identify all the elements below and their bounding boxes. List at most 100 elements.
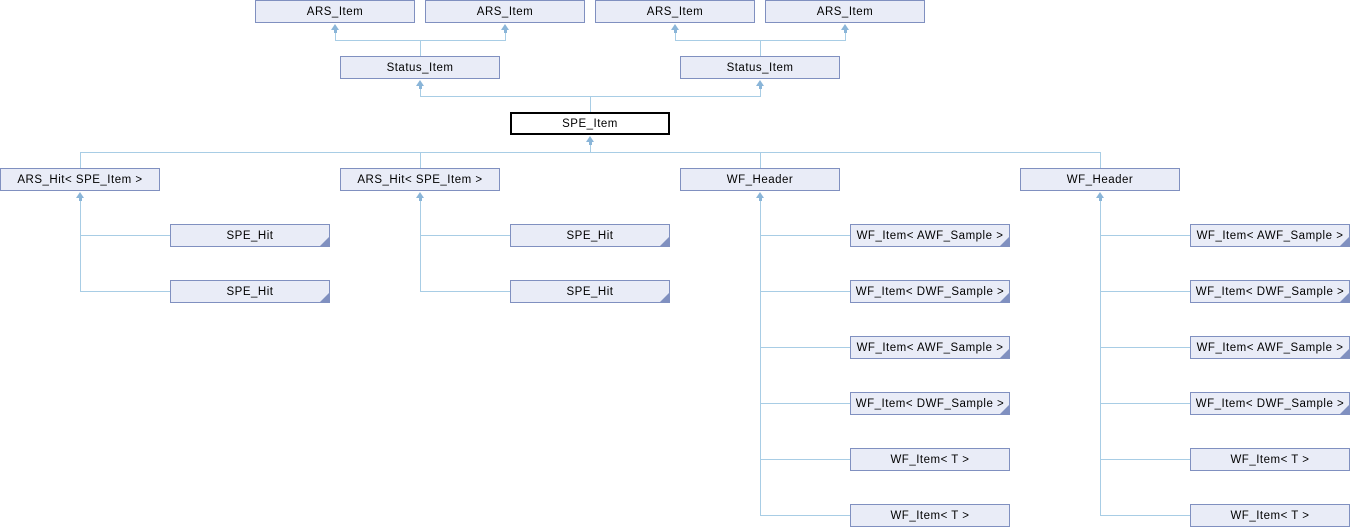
edge-segment bbox=[420, 85, 421, 96]
node-ars-item-2[interactable]: ARS_Item bbox=[425, 0, 585, 23]
arrow-up-icon bbox=[331, 24, 339, 30]
node-wf-item-awf-3[interactable]: WF_Item< AWF_Sample > bbox=[1190, 224, 1350, 247]
node-wf-item-t-1[interactable]: WF_Item< T > bbox=[850, 448, 1010, 471]
node-wf-item-dwf-1[interactable]: WF_Item< DWF_Sample > bbox=[850, 280, 1010, 303]
edge-segment bbox=[1100, 291, 1190, 292]
edge-segment bbox=[335, 29, 336, 40]
fold-corner-icon bbox=[1000, 237, 1009, 246]
node-label: WF_Item< AWF_Sample > bbox=[1196, 341, 1344, 354]
node-label: SPE_Hit bbox=[566, 285, 614, 298]
node-label: SPE_Hit bbox=[226, 229, 274, 242]
node-wf-item-dwf-3[interactable]: WF_Item< DWF_Sample > bbox=[1190, 280, 1350, 303]
edge-segment bbox=[760, 85, 761, 96]
node-wf-item-awf-1[interactable]: WF_Item< AWF_Sample > bbox=[850, 224, 1010, 247]
node-label: SPE_Hit bbox=[226, 285, 274, 298]
arrow-stem bbox=[844, 30, 847, 33]
node-label: WF_Item< DWF_Sample > bbox=[855, 285, 1005, 298]
node-status-item-1[interactable]: Status_Item bbox=[340, 56, 500, 79]
node-label: WF_Header bbox=[1066, 173, 1134, 186]
node-label: ARS_Item bbox=[476, 5, 534, 18]
fold-corner-icon bbox=[1340, 405, 1349, 414]
node-label: ARS_Item bbox=[646, 5, 704, 18]
arrow-stem bbox=[674, 30, 677, 33]
node-label: WF_Item< DWF_Sample > bbox=[1195, 285, 1345, 298]
node-label: WF_Header bbox=[726, 173, 794, 186]
edge-segment bbox=[420, 235, 510, 236]
fold-corner-icon bbox=[320, 237, 329, 246]
edge-segment bbox=[505, 29, 506, 40]
arrow-stem bbox=[419, 86, 422, 89]
edge-segment bbox=[80, 152, 1101, 153]
node-label: Status_Item bbox=[726, 61, 794, 74]
fold-corner-icon bbox=[1340, 293, 1349, 302]
edge-segment bbox=[760, 459, 850, 460]
node-wf-item-awf-4[interactable]: WF_Item< AWF_Sample > bbox=[1190, 336, 1350, 359]
node-label: ARS_Hit< SPE_Item > bbox=[357, 173, 483, 186]
fold-corner-icon bbox=[1000, 293, 1009, 302]
arrow-stem bbox=[334, 30, 337, 33]
edge-segment bbox=[1100, 459, 1190, 460]
edge-segment bbox=[420, 40, 421, 56]
node-label: WF_Item< DWF_Sample > bbox=[1195, 397, 1345, 410]
edge-segment bbox=[420, 152, 421, 168]
node-label: WF_Item< DWF_Sample > bbox=[855, 397, 1005, 410]
node-wf-header-2[interactable]: WF_Header bbox=[1020, 168, 1180, 191]
edge-segment bbox=[80, 291, 170, 292]
arrow-stem bbox=[589, 142, 592, 145]
arrow-stem bbox=[79, 198, 82, 201]
fold-corner-icon bbox=[320, 293, 329, 302]
node-wf-item-t-4[interactable]: WF_Item< T > bbox=[1190, 504, 1350, 527]
fold-corner-icon bbox=[1000, 405, 1009, 414]
node-label: WF_Item< T > bbox=[1230, 509, 1310, 522]
arrow-stem bbox=[1099, 198, 1102, 201]
edge-segment bbox=[590, 96, 591, 112]
node-label: ARS_Hit< SPE_Item > bbox=[17, 173, 143, 186]
edge-segment bbox=[760, 347, 850, 348]
arrow-up-icon bbox=[501, 24, 509, 30]
node-label: WF_Item< T > bbox=[890, 453, 970, 466]
node-spe-hit-2[interactable]: SPE_Hit bbox=[170, 280, 330, 303]
edge-segment bbox=[760, 235, 850, 236]
arrow-up-icon bbox=[76, 192, 84, 198]
node-spe-item: SPE_Item bbox=[510, 112, 670, 135]
node-label: ARS_Item bbox=[816, 5, 874, 18]
fold-corner-icon bbox=[1340, 349, 1349, 358]
node-ars-hit-1[interactable]: ARS_Hit< SPE_Item > bbox=[0, 168, 160, 191]
node-ars-item-1[interactable]: ARS_Item bbox=[255, 0, 415, 23]
node-wf-item-t-3[interactable]: WF_Item< T > bbox=[1190, 448, 1350, 471]
node-spe-hit-4[interactable]: SPE_Hit bbox=[510, 280, 670, 303]
node-wf-item-awf-2[interactable]: WF_Item< AWF_Sample > bbox=[850, 336, 1010, 359]
arrow-stem bbox=[759, 198, 762, 201]
edge-segment bbox=[760, 197, 761, 516]
node-ars-item-3[interactable]: ARS_Item bbox=[595, 0, 755, 23]
edge-segment bbox=[760, 291, 850, 292]
node-status-item-2[interactable]: Status_Item bbox=[680, 56, 840, 79]
arrow-up-icon bbox=[416, 192, 424, 198]
edge-segment bbox=[1100, 197, 1101, 516]
node-wf-header-1[interactable]: WF_Header bbox=[680, 168, 840, 191]
arrow-up-icon bbox=[841, 24, 849, 30]
node-wf-item-dwf-4[interactable]: WF_Item< DWF_Sample > bbox=[1190, 392, 1350, 415]
node-ars-item-4[interactable]: ARS_Item bbox=[765, 0, 925, 23]
node-spe-hit-1[interactable]: SPE_Hit bbox=[170, 224, 330, 247]
arrow-up-icon bbox=[671, 24, 679, 30]
arrow-stem bbox=[759, 86, 762, 89]
node-label: WF_Item< AWF_Sample > bbox=[856, 341, 1004, 354]
edge-segment bbox=[760, 403, 850, 404]
arrow-up-icon bbox=[756, 192, 764, 198]
edge-segment bbox=[760, 152, 761, 168]
node-wf-item-dwf-2[interactable]: WF_Item< DWF_Sample > bbox=[850, 392, 1010, 415]
node-label: SPE_Hit bbox=[566, 229, 614, 242]
arrow-up-icon bbox=[416, 80, 424, 86]
node-spe-hit-3[interactable]: SPE_Hit bbox=[510, 224, 670, 247]
node-label: WF_Item< AWF_Sample > bbox=[856, 229, 1004, 242]
edge-segment bbox=[1100, 152, 1101, 168]
node-wf-item-t-2[interactable]: WF_Item< T > bbox=[850, 504, 1010, 527]
node-ars-hit-2[interactable]: ARS_Hit< SPE_Item > bbox=[340, 168, 500, 191]
node-label: WF_Item< AWF_Sample > bbox=[1196, 229, 1344, 242]
edge-segment bbox=[80, 197, 81, 292]
node-label: Status_Item bbox=[386, 61, 454, 74]
